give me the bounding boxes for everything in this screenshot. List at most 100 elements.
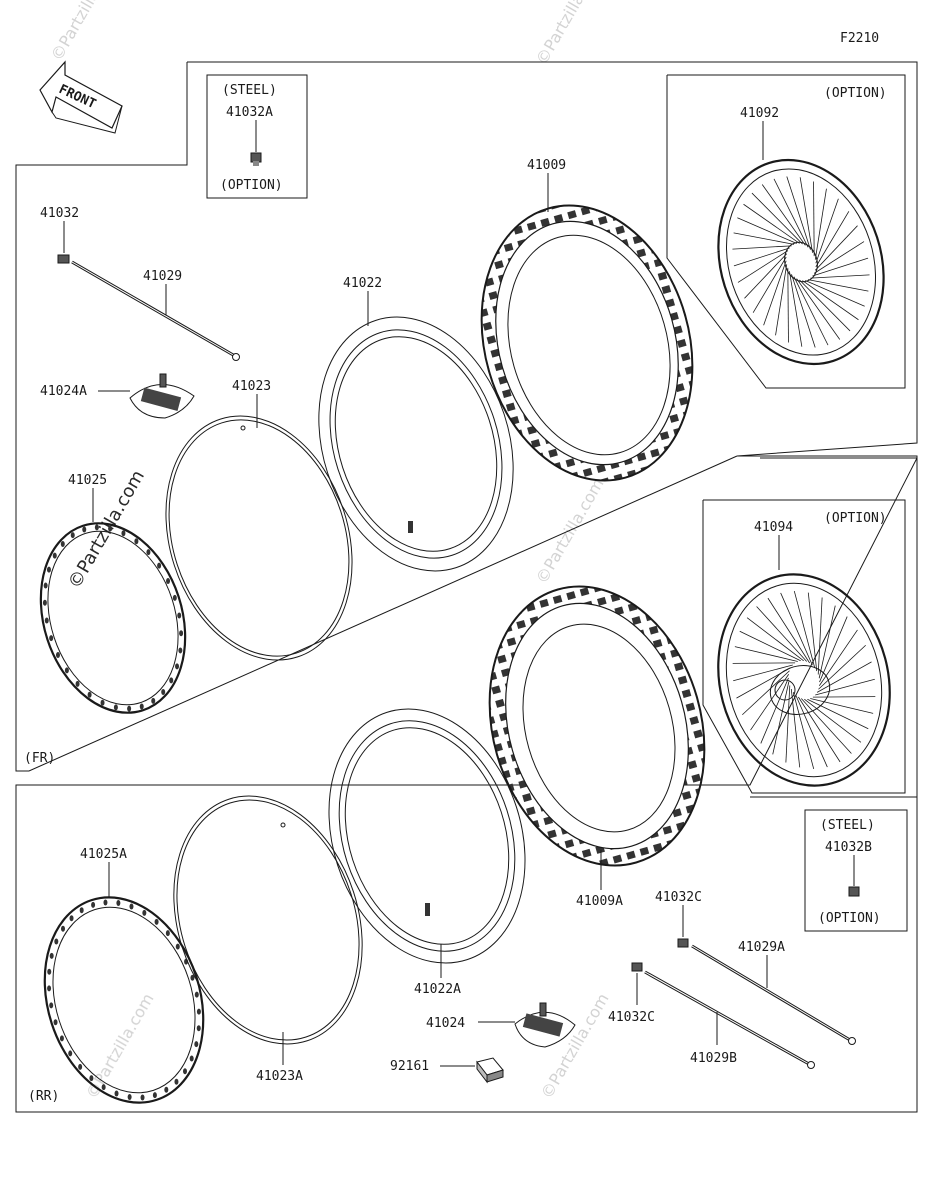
rim-hole: [116, 900, 121, 907]
rim-lock-41024: [514, 1002, 576, 1048]
rim-hole: [44, 617, 49, 624]
spoke-line: [751, 192, 803, 245]
spoke-line: [744, 253, 788, 299]
rim-hole: [87, 691, 92, 698]
spacer-block-92161: [476, 1057, 504, 1084]
spoke-line: [785, 685, 791, 763]
rim-hole: [61, 925, 66, 932]
spoke-line: [772, 681, 790, 755]
spoke-line: [752, 256, 787, 313]
rim-hole: [174, 1078, 179, 1085]
rim-hole: [59, 1035, 64, 1042]
rim-hole: [64, 667, 69, 674]
rim-hole: [101, 1084, 106, 1091]
spoke-line: [810, 698, 874, 714]
rim-hole: [49, 952, 54, 959]
spoke-line: [815, 198, 839, 264]
spoke-line: [787, 267, 789, 343]
spoke-line: [810, 274, 870, 279]
rim-hole: [164, 1086, 169, 1093]
spoke-line: [743, 203, 800, 244]
rim-hole: [46, 566, 51, 573]
rim-tape-41023A: [173, 795, 363, 1045]
rim-hole: [53, 1019, 58, 1026]
rim-hole: [91, 901, 96, 908]
rim-hole: [89, 1075, 94, 1082]
spoke-line: [813, 241, 865, 274]
spoke-line: [818, 644, 866, 690]
inner-tube-41022A: [328, 708, 526, 964]
spoke-line: [789, 271, 803, 347]
rim-lock-41024A: [129, 373, 195, 419]
rim-hole: [54, 938, 59, 945]
spoke-line: [807, 698, 869, 730]
valve-cap-icon: [677, 938, 689, 948]
rim-hole: [55, 651, 60, 658]
rim-hole: [190, 974, 195, 981]
spoke-line: [773, 178, 809, 248]
front-arrow-icon: FRONT: [39, 60, 123, 134]
rim-hole: [121, 530, 126, 537]
valve-cap-icon: [250, 152, 262, 166]
part-41029A-label: 41029A: [738, 940, 785, 955]
spoke-line: [790, 688, 801, 768]
rim-hole: [47, 985, 52, 992]
spoked-wheel-41094: [717, 573, 891, 787]
part-41022A-label: 41022A: [414, 982, 461, 997]
rim-hole: [114, 1090, 119, 1097]
spoke-line: [814, 188, 827, 260]
rim-hole: [161, 689, 166, 696]
option-box-41092: [666, 74, 906, 389]
rim-tape-41023: [165, 415, 353, 661]
spoke-nipple-41029: [71, 260, 240, 361]
part-41032A-label: 41032A: [226, 105, 273, 120]
spoked-wheel-41092: [717, 158, 885, 366]
part-41094-label: 41094: [754, 520, 793, 535]
rim-hole: [49, 635, 54, 642]
rim-hole: [172, 594, 177, 601]
spoke-line: [763, 260, 787, 326]
rim-hole: [49, 1002, 54, 1009]
rim-hole: [42, 599, 47, 606]
part-41032C-label: 41032C: [655, 890, 702, 905]
tire-41009A: [488, 585, 706, 867]
rim-hole: [94, 524, 99, 531]
rim-hole: [194, 1041, 199, 1048]
rim-hole: [79, 907, 84, 914]
spoke-line: [736, 667, 792, 699]
rim-hole: [196, 1025, 201, 1032]
rim-hole: [129, 903, 134, 910]
inner-tube-41022: [318, 316, 514, 572]
rim-hole: [43, 582, 48, 589]
rim-hole: [127, 705, 132, 712]
rim-hole: [75, 680, 80, 687]
spoke-line: [775, 264, 788, 336]
spoke-line: [796, 278, 841, 340]
rim-hole: [70, 532, 75, 539]
rim-41025: [39, 522, 187, 714]
rim-hole: [157, 562, 162, 569]
option-note: (OPTION): [220, 178, 283, 193]
spoke-line: [812, 257, 869, 277]
rim-hole: [196, 1008, 201, 1015]
spoke-line: [767, 597, 810, 664]
spoke-line: [816, 661, 872, 693]
rim-hole: [140, 1094, 145, 1101]
spoke-line: [802, 280, 859, 321]
spoke-line: [799, 279, 851, 332]
rim-hole: [169, 677, 174, 684]
option-note: (OPTION): [824, 511, 887, 526]
spoke-line: [807, 279, 869, 292]
spoke-line: [750, 674, 790, 731]
spoke-line: [818, 605, 836, 679]
spoke-line: [733, 247, 790, 267]
rim-hole: [179, 630, 184, 637]
rim-hole: [108, 525, 113, 532]
part-41032-label: 41032: [40, 206, 79, 221]
spoke-line: [760, 677, 789, 744]
rim-hole: [177, 612, 182, 619]
spoke-line: [814, 225, 858, 271]
spoke-line: [734, 646, 798, 662]
